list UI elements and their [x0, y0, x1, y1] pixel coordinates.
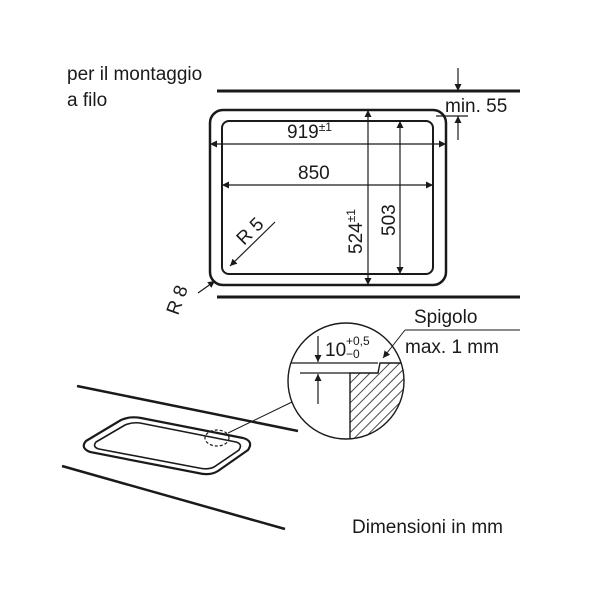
- detail-leader-line: [227, 401, 293, 434]
- magnifier-circle: [287, 322, 405, 440]
- detail-marker-circle: [204, 429, 230, 447]
- hob-perspective-inner: [93, 421, 242, 470]
- detail-depth-tol-minus: −0: [346, 347, 360, 361]
- worktop-perspective-back-edge: [76, 384, 299, 433]
- outer-depth-label: 524±1: [344, 209, 367, 254]
- cutout-outer-outline: [208, 108, 448, 287]
- inner-radius-label: R 5: [233, 214, 269, 250]
- worktop-section-hatch: [349, 362, 404, 439]
- cutout-inner-outline: [221, 120, 434, 275]
- edge-max-label: max. 1 mm: [405, 337, 499, 358]
- units-footer: Dimensioni in mm: [352, 517, 503, 538]
- outer-radius-label: R 8: [163, 283, 193, 318]
- mounting-title-line2: a filo: [67, 90, 107, 111]
- edge-leader-arrow: [382, 329, 406, 359]
- worktop-perspective-front-edge: [61, 464, 286, 531]
- inner-width-label: 850: [298, 163, 330, 184]
- detail-depth-label: 10: [325, 340, 346, 361]
- mounting-title-line1: per il montaggio: [67, 64, 202, 85]
- inner-depth-label: 503: [379, 204, 400, 236]
- min-gap-label: min. 55: [445, 96, 507, 117]
- detail-depth-tol-plus: +0,5: [346, 334, 370, 348]
- outer-radius-leader: [197, 280, 216, 294]
- inner-radius-leader: [229, 221, 276, 267]
- outer-width-label: 919±1: [287, 120, 332, 143]
- edge-label: Spigolo: [414, 307, 477, 328]
- hob-perspective-outer: [82, 416, 252, 476]
